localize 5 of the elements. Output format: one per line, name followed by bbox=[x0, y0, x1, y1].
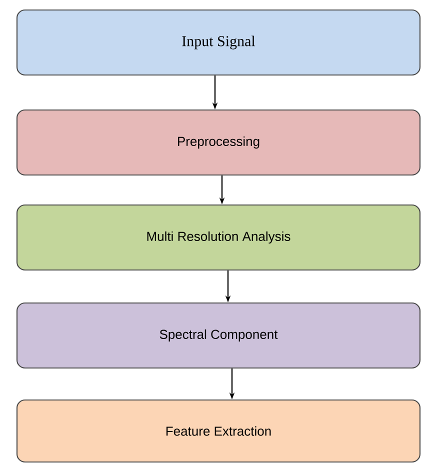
process-box: Input Signal bbox=[16, 9, 421, 76]
process-box: Feature Extraction bbox=[16, 399, 421, 463]
process-box: Spectral Component bbox=[16, 302, 421, 369]
process-box: Multi Resolution Analysis bbox=[16, 204, 421, 271]
process-box: Preprocessing bbox=[16, 109, 421, 176]
